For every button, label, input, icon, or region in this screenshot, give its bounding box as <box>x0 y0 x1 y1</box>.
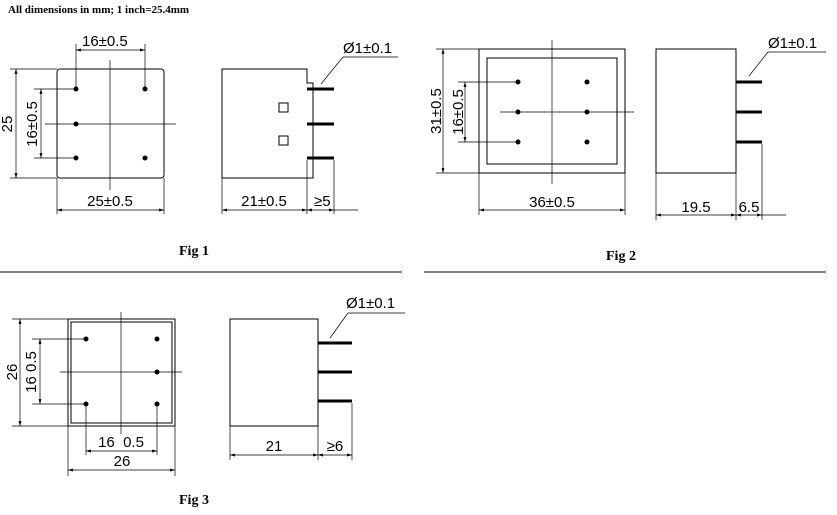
fig2-left-outer-dim: 31±0.5 <box>428 88 445 134</box>
fig1-left-outer-dim: 25 <box>0 116 16 133</box>
fig2-side-depth-dim: 19.5 <box>681 199 710 216</box>
fig2-top-view <box>436 40 634 215</box>
fig3-bottom-inner-dim: 16 0.5 <box>98 434 144 451</box>
fig1-side-depth-dim: 21±0.5 <box>241 193 287 210</box>
fig3-top-view <box>12 312 182 476</box>
dimensions-note: All dimensions in mm; 1 inch=25.4mm <box>8 4 190 16</box>
fig2-side-view <box>655 48 826 220</box>
fig3-side-view <box>229 312 405 460</box>
fig1-left-inner-dim: 16±0.5 <box>24 101 41 147</box>
fig1-side-pin-dim: Ø1±0.1 <box>343 40 392 57</box>
fig2-bottom-dim: 36±0.5 <box>529 194 575 211</box>
fig3-left-inner-dim: 16 0.5 <box>23 351 40 393</box>
fig1-top-dim: 16±0.5 <box>82 33 128 50</box>
fig1-label: Fig 1 <box>179 244 209 259</box>
fig1-bottom-dim: 25±0.5 <box>87 193 133 210</box>
fig3-side-depth-dim: 21 <box>266 438 283 455</box>
fig1-side-pin-len-dim: ≥5 <box>314 193 331 210</box>
fig3-label: Fig 3 <box>179 493 209 508</box>
fig2-left-inner-dim: 16±0.5 <box>450 89 467 135</box>
fig3-side-pin-len-dim: ≥6 <box>327 438 344 455</box>
fig1-side-view <box>221 56 398 214</box>
fig3-bottom-outer-dim: 26 <box>114 453 131 470</box>
fig2-label: Fig 2 <box>606 249 636 264</box>
fig3-side-pin-dim: Ø1±0.1 <box>346 295 395 312</box>
fig3-left-outer-dim: 26 <box>4 364 21 381</box>
fig2-side-pin-len-dim: 6.5 <box>739 199 760 216</box>
fig1-top-view <box>10 44 176 214</box>
fig2-side-pin-dim: Ø1±0.1 <box>768 35 817 52</box>
